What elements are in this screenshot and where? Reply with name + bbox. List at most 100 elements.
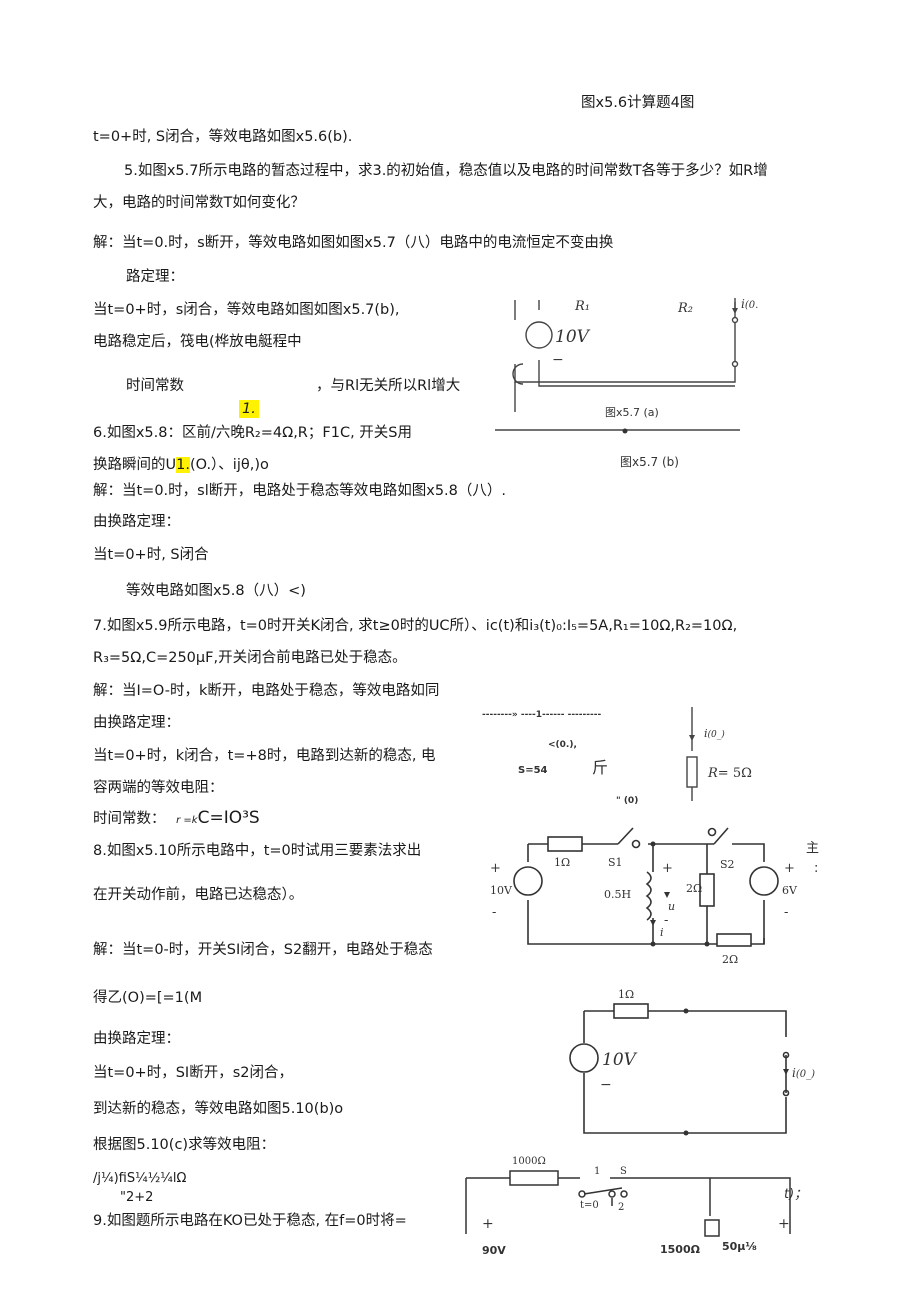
text-line: ，与Rl无关所以Rl增大 [316, 378, 461, 394]
fig59-i3-sym: i [704, 727, 708, 740]
fig510b-il-sym: i [792, 1066, 796, 1080]
question-6: 6.如图x5.8：区前/六晚R₂=4Ω,R；F1C, 开关S用 [93, 425, 412, 441]
fig9-t0: t=0 [580, 1200, 599, 1211]
question-8: 8.如图x5.10所示电路中，t=0时试用三要素法求出 [93, 843, 422, 859]
fig510-plus-1: + [490, 861, 501, 876]
fig59-s54: S=54 [518, 765, 548, 776]
fig510-minus-1: - [492, 905, 496, 920]
fig510-l: 0.5H [604, 888, 631, 901]
text-line: 时间常数 [126, 378, 184, 394]
fig57-minus: − [552, 352, 564, 368]
text-line: 电路稳定后，筏电(桦放电艇程中 [93, 334, 302, 350]
fig59-jin: 斤 [592, 758, 608, 777]
fig57-il-sym: i [741, 297, 745, 311]
text-span: r =k [176, 815, 198, 826]
text-line: 由换路定理： [93, 514, 180, 530]
fig9-r1000: 1000Ω [512, 1156, 546, 1167]
fig510-s1: S1 [608, 856, 623, 869]
fig510-il: i [660, 926, 664, 939]
text-line: 当t=0+时，k闭合，t=+8时，电路到达新的稳态, 电 [93, 748, 436, 764]
fig510-plus-2: + [662, 861, 673, 876]
fig59-r3-sym: R [707, 766, 718, 781]
fig510b-r1: 1Ω [618, 988, 634, 1001]
text-line: 等效电路如图x5.8（八）<) [126, 583, 306, 599]
fig59-i3: i(0_) [704, 727, 725, 740]
text-line: t=0+时, S闭合，等效电路如图x5.6(b). [93, 129, 353, 145]
fig510-r1: 1Ω [554, 856, 570, 869]
question-8-cont: 在开关动作前，电路已达稳态）。 [93, 887, 304, 903]
text-line: 路定理： [126, 269, 184, 285]
fig57-source: 10V [555, 327, 591, 347]
figure-x5-7: R₁ R₂ i(0. 10V − 图x5.7 (a) 图x5.7 (b) [495, 297, 758, 469]
fig510b-il: i(0_) [792, 1066, 815, 1080]
highlight-mark: 1. [239, 400, 259, 418]
fig57-il-arg: (0. [745, 300, 758, 311]
fig510-minus-2: - [664, 913, 668, 928]
text-line: 容两端的等效电阻： [93, 780, 224, 796]
question-5: 5.如图x5.7所示电路的暂态过程中，求3.的初始值，稳态值以及电路的时间常数T… [124, 163, 768, 179]
question-7-cont: R₃=5Ω,C=250μF,开关闭合前电路已处于稳态。 [93, 650, 407, 666]
fig59-dashes: --------» ----1------ --------- [482, 710, 601, 720]
fig59-r3-val: = 5Ω [718, 766, 752, 781]
fig57-il: i(0. [741, 297, 758, 311]
fig9-c50: 50µ⅛ [722, 1240, 757, 1253]
fig9-s: S [620, 1166, 627, 1177]
figure-x5-9: --------» ----1------ --------- <(0.), S… [482, 707, 752, 806]
text-line: 由换路定理： [93, 1031, 180, 1047]
text-line: /j¼)fiS¼½¼lΩ [93, 1171, 187, 1186]
fig510-side2: : [814, 861, 818, 876]
fig510-v6: 6V [782, 884, 798, 897]
fig9-n2: 2 [618, 1202, 624, 1213]
fig59-i0: " (0) [616, 796, 638, 806]
text-line: 当t=0+时, S闭合 [93, 547, 209, 563]
text-line: 当t=0+时，s闭合，等效电路如图如图x5.7(b), [93, 302, 400, 318]
fig9-v90: 90V [482, 1244, 506, 1257]
question-9: 9.如图题所示电路在KO已处于稳态, 在f=0时将= [93, 1213, 407, 1229]
text-line: "2+2 [120, 1190, 154, 1205]
solution-5: 解：当t=0.时，s断开，等效电路如图如图x5.7（八）电路中的电流恒定不变由换 [93, 235, 614, 251]
solution-6: 解：当t=0.时，sl断开，电路处于稳态等效电路如图x5.8（八）. [93, 483, 507, 499]
fig510-r2a: 2Ω [686, 882, 702, 895]
text-line: 时间常数： r =kC=IO³S [93, 809, 260, 830]
fig510-v10: 10V [490, 884, 513, 897]
question-5-cont: 大，电路的时间常数T如何变化？ [93, 195, 305, 211]
highlight-span: 1. [176, 457, 190, 473]
time-constant-value: C=IO³S [197, 808, 260, 828]
fig510-side1: 主 [806, 841, 819, 856]
fig57-r1: R₁ [574, 299, 590, 314]
figure-x5-10: 1Ω S1 S2 + 10V - + 0.5H u - i 2Ω + 6V - … [490, 827, 819, 966]
fig510b-il-arg: (0_) [796, 1069, 815, 1080]
fig9-r1500: 1500Ω [660, 1243, 701, 1256]
fig510b-source: 10V [602, 1050, 638, 1070]
fig56-caption: 图x5.6计算题4图 [581, 95, 695, 111]
text-line: 到达新的稳态，等效电路如图5.10(b)o [93, 1101, 344, 1117]
text-span: 时间常数： [93, 811, 166, 827]
fig59-uc: <(0.), [548, 740, 577, 750]
text-line: 由换路定理： [93, 715, 180, 731]
text-line: 当t=0+时，SI断开，s2闭合， [93, 1065, 293, 1081]
fig510b-minus: − [600, 1077, 612, 1093]
fig59-i3-arg: (0_) [708, 729, 726, 740]
fig57a-caption: 图x5.7 (a) [605, 406, 659, 419]
solution-7: 解：当I=O-时，k断开，电路处于稳态，等效电路如同 [93, 683, 440, 699]
fig57-r2: R₂ [677, 301, 693, 316]
fig57b-caption: 图x5.7 (b) [620, 455, 679, 469]
fig9-plus-2: + [778, 1216, 790, 1232]
figure-9: 1000Ω 1 S t=0 2 t)； + + 90V 1500Ω 50µ⅛ [465, 1156, 807, 1257]
fig510-r2b: 2Ω [722, 953, 738, 966]
fig510-ul: u [668, 900, 675, 913]
fig9-plus-1: + [482, 1216, 494, 1232]
question-7: 7.如图x5.9所示电路，t=0时开关K闭合, 求t≥0时的UC所）、ic(t)… [93, 618, 738, 634]
fig9-tpar: t)； [784, 1187, 807, 1202]
fig510-minus-3: - [784, 905, 788, 920]
text-line: 根据图5.10(c)求等效电阻： [93, 1137, 276, 1153]
question-6-cont: 换路瞬间的U1.(O.）、ijθ,)o [93, 456, 269, 474]
figure-x5-10b: 1Ω 10V − i(0_) [569, 988, 815, 1136]
fig9-n1: 1 [594, 1166, 600, 1177]
text-span: 换路瞬间的U [93, 457, 177, 473]
solution-8: 解：当t=0-时，开关SI闭合，S2翻开，电路处于稳态 [93, 942, 433, 958]
fig510-s2: S2 [720, 858, 735, 871]
fig59-r3: R= 5Ω [707, 766, 752, 781]
fig510-plus-3: + [784, 861, 795, 876]
text-span: (O.）、ijθ,)o [189, 457, 269, 473]
